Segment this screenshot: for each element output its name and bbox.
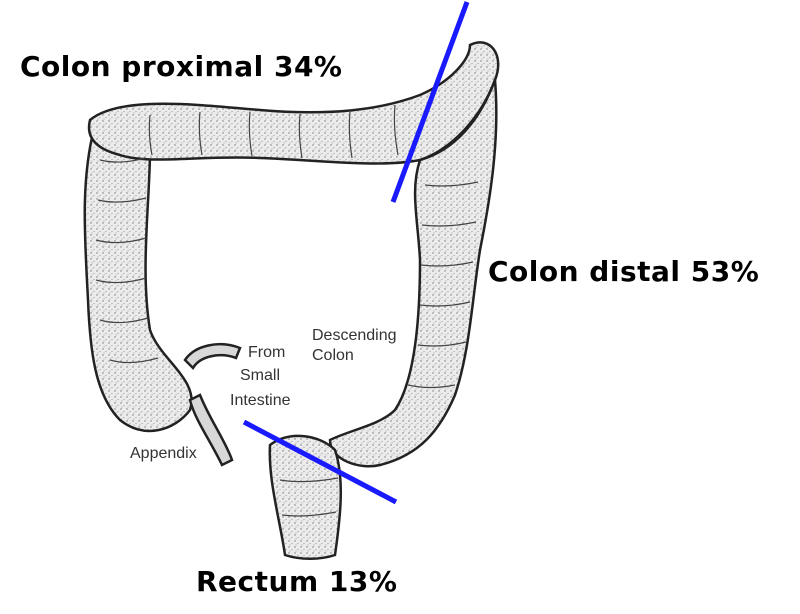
descending-colon-label-2: Colon	[312, 347, 354, 364]
small-intestine-stub	[185, 344, 240, 368]
distal-colon-label: Colon distal 53%	[488, 255, 759, 288]
proximal-colon-label: Colon proximal 34%	[20, 50, 342, 83]
ascending-colon	[85, 125, 192, 431]
rectum-label: Rectum 13%	[196, 565, 397, 598]
appendix-label: Appendix	[130, 445, 197, 462]
descending-colon-label-1: Descending	[312, 327, 397, 344]
small-intestine-label-2: Small	[240, 367, 280, 384]
small-intestine-label-1: From	[248, 344, 285, 361]
small-intestine-label-3: Intestine	[230, 392, 291, 409]
